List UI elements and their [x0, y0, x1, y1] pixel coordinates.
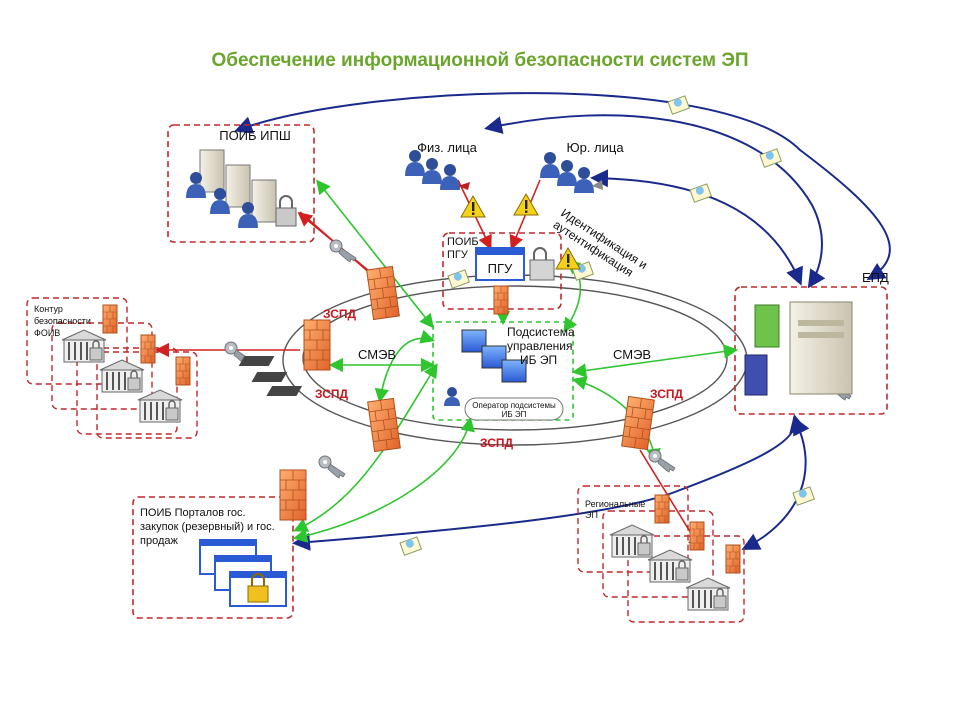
- pgu-window-icon: [475, 247, 525, 281]
- label-subsystem-3: ИБ ЭП: [520, 353, 557, 367]
- bank-icon: [99, 359, 145, 393]
- firewall-icon: [303, 319, 331, 371]
- warning-icon: [460, 195, 486, 218]
- bank-icon: [61, 329, 107, 363]
- diagram-title: Обеспечение информационной безопасности …: [211, 50, 749, 71]
- key-icon: [329, 239, 357, 263]
- label-zspd: ЗСПД: [650, 387, 684, 401]
- label-regional-2: ЭП: [585, 510, 598, 520]
- letter-icon: [447, 269, 470, 289]
- bank-icon: [647, 549, 693, 583]
- label-pgu: ПГУ: [488, 261, 513, 276]
- letter-icon: [667, 95, 690, 115]
- firewall-icon: [366, 265, 400, 321]
- individuals-icon: [405, 150, 470, 190]
- bank-icon: [137, 389, 183, 423]
- letter-icon: [792, 486, 815, 506]
- label-contour-3: ФОИВ: [34, 328, 60, 338]
- label-zspd: ЗСПД: [480, 436, 514, 450]
- label-smev-right: СМЭВ: [613, 347, 651, 362]
- portal-windows-icon: [199, 539, 287, 607]
- workstations-icon: [238, 329, 527, 406]
- bank-icon: [609, 524, 655, 558]
- epd-servers-icon: [744, 301, 853, 396]
- label-poib-pgu-1: ПОИБ: [447, 236, 479, 248]
- label-portals-2: закупок (резервный) и гос.: [140, 521, 275, 533]
- box-poib-ipsh: [167, 124, 315, 243]
- label-legal-entities: Юр. лица: [566, 140, 624, 155]
- label-epd: ЕПД: [862, 270, 889, 285]
- label-operator-1: Оператор подсистемы: [472, 401, 556, 410]
- label-portals-1: ПОИБ Порталов гос.: [140, 507, 246, 519]
- firewall-icon: [367, 397, 401, 453]
- label-zspd: ЗСПД: [315, 387, 349, 401]
- bank-icon: [685, 577, 731, 611]
- firewall-icon: [279, 469, 307, 521]
- label-regional-1: Региональные: [585, 499, 645, 509]
- label-contour-2: безопасности: [34, 316, 91, 326]
- firewall-icon: [493, 285, 509, 315]
- label-poib-pgu-2: ПГУ: [447, 249, 469, 261]
- warning-icon: [555, 247, 581, 270]
- label-poib-ipsh: ПОИБ ИПШ: [219, 128, 291, 143]
- label-portals-3: продаж: [140, 535, 178, 547]
- label-individuals: Физ. лица: [417, 140, 478, 155]
- label-subsystem-2: управления: [507, 339, 572, 353]
- lock-terminal-icon: [529, 247, 555, 281]
- warning-icon: [513, 193, 539, 216]
- key-icon: [318, 455, 346, 479]
- letter-icon: [399, 536, 422, 556]
- poib-ipsh-servers-icon: [186, 149, 297, 228]
- key-icon: [648, 449, 676, 473]
- box-portals: [132, 496, 294, 619]
- letter-icon: [689, 183, 712, 203]
- label-subsystem-1: Подсистема: [507, 325, 575, 339]
- label-operator-2: ИБ ЭП: [502, 410, 527, 419]
- legal-entities-icon: [540, 152, 603, 193]
- label-contour-1: Контур: [34, 304, 63, 314]
- label-smev-left: СМЭВ: [358, 347, 396, 362]
- label-zspd: ЗСПД: [323, 307, 357, 321]
- operator-badge: [464, 397, 564, 421]
